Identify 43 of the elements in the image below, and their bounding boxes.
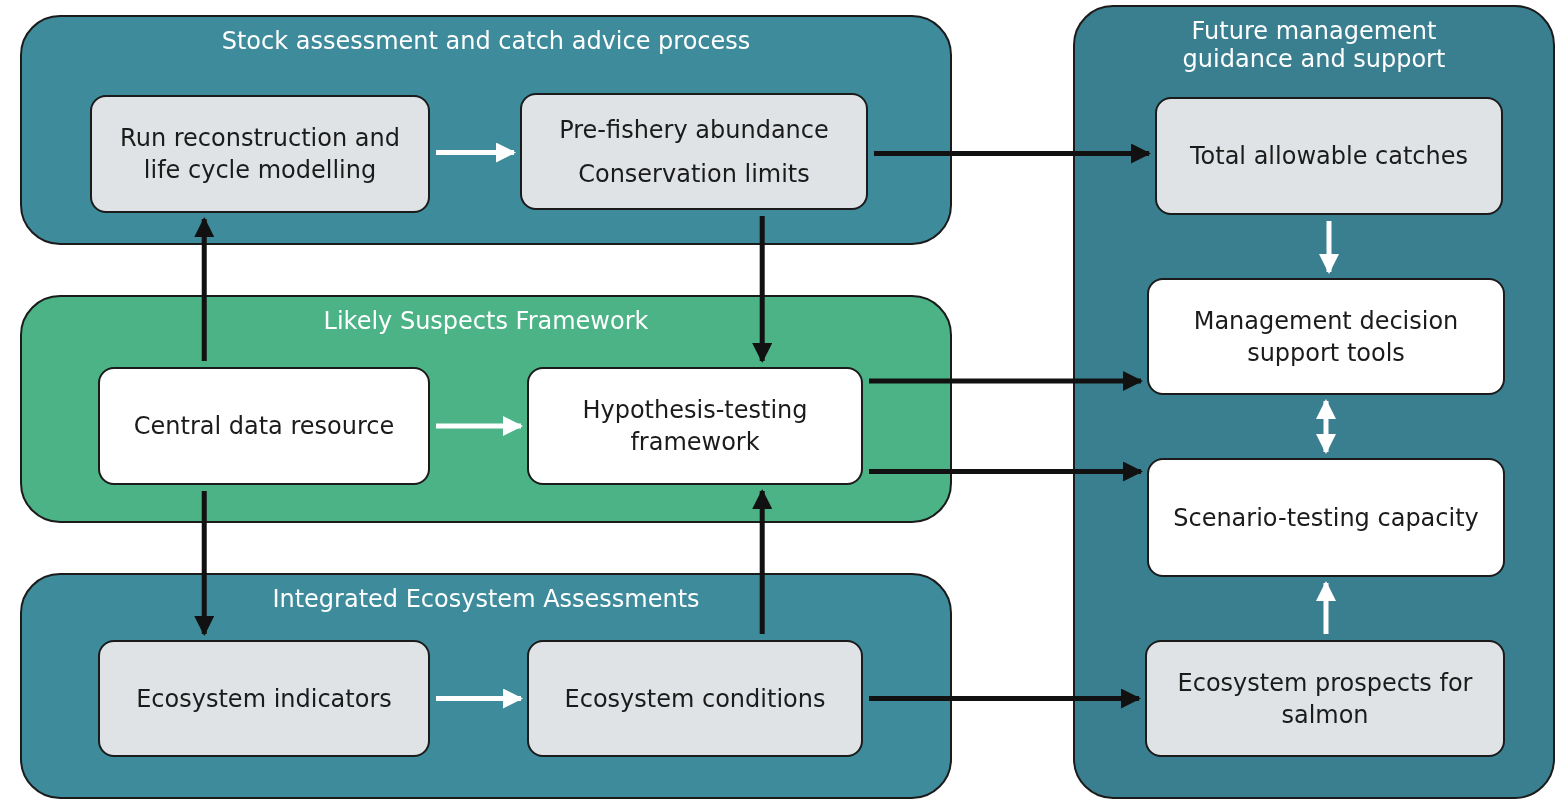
arrow [1316,399,1336,454]
arrow [436,688,523,709]
box-label: Management decision support tools [1192,305,1460,369]
arrow [869,688,1141,709]
arrow [874,143,1151,164]
box-label: Conservation limits [578,158,810,190]
arrow [194,491,215,636]
process-box [1147,458,1505,577]
arrow [1316,581,1336,634]
arrow [436,416,523,436]
arrow [869,461,1143,482]
process-box [1145,640,1505,757]
panel [1073,5,1555,799]
box-label: Total allowable catches [1190,141,1468,172]
panel-title: Integrated Ecosystem Assessments [272,585,700,613]
process-box [520,93,868,210]
process-box [1147,278,1505,395]
panel-title: Future management guidance and support [1181,17,1447,73]
arrow [869,371,1143,391]
arrow [194,217,215,361]
box-label: Pre-fishery abundance [559,114,829,146]
process-box [527,367,863,485]
arrow [436,142,516,163]
box-label: Ecosystem conditions [564,683,826,715]
panel [20,573,952,799]
process-box [527,640,863,757]
box-label: Central data resource [133,411,395,442]
panel [20,295,952,523]
panel-title: Stock assessment and catch advice process [221,27,751,55]
process-box [90,95,430,213]
arrow [752,489,773,634]
box-label: Ecosystem indicators [136,683,392,715]
process-box [98,367,430,485]
box-label: Hypothesis-testing framework [581,395,809,458]
box-label: Run reconstruction and life cycle modelling [119,123,401,186]
box-label: Scenario-testing capacity [1173,502,1479,534]
arrow [752,216,773,363]
process-box [1155,97,1503,215]
panel-title: Likely Suspects Framework [323,307,649,335]
process-box [98,640,430,757]
box-label: Ecosystem prospects for salmon [1176,667,1474,731]
arrow [1319,221,1339,274]
panel [20,15,952,245]
